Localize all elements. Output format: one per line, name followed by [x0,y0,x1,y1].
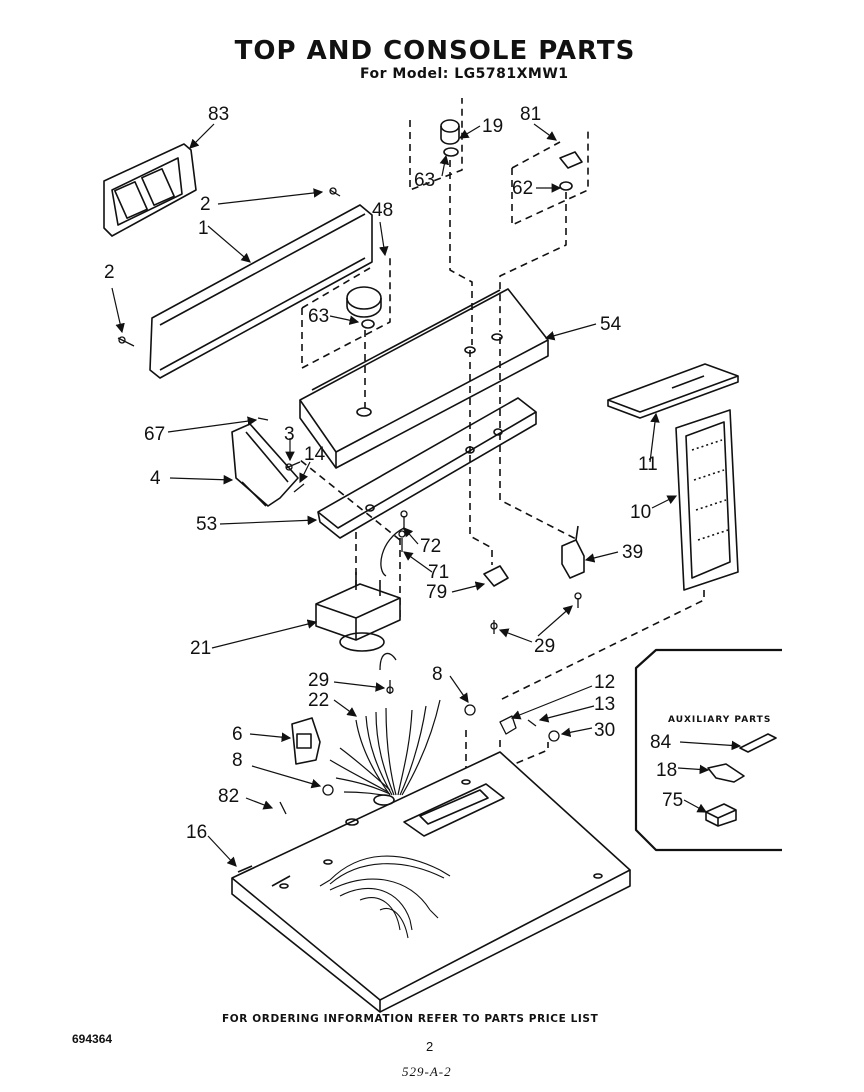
wiring-harness-22 [329,699,441,797]
fasteners [117,187,582,815]
callout-39: 39 [622,542,643,563]
console-front-panel-1 [149,204,373,379]
switch-39 [561,525,585,579]
callout-63b: 63 [414,170,435,191]
dryer-top-panel-16 [231,751,631,1013]
timer-knob-group-48 [301,255,391,369]
callout-84: 84 [650,732,672,753]
callout-71: 71 [428,562,449,583]
callout-16: 16 [186,822,207,843]
callout-10: 10 [630,502,651,523]
callout-3: 3 [284,424,295,445]
control-panel-bracket-83 [103,143,197,237]
console-housing-54 [299,288,549,469]
callout-72: 72 [420,536,441,557]
callout-18: 18 [656,760,677,781]
callout-29b: 29 [308,670,329,691]
push-button-group-81 [511,128,589,226]
callout-29a: 29 [534,636,555,657]
callout-30: 30 [594,720,615,741]
callout-arrows [111,123,742,867]
callout-63a: 63 [308,306,329,327]
callout-21: 21 [190,638,211,659]
callout-6: 6 [232,724,243,745]
callout-14: 14 [304,444,326,465]
aux-part-18 [707,763,745,783]
callout-81: 81 [520,104,541,125]
callout-11: 11 [638,454,658,475]
page-title: TOP AND CONSOLE PARTS [234,36,636,66]
clip-79 [483,565,509,587]
callout-82: 82 [218,786,239,807]
document-number: 694364 [72,1032,113,1046]
callout-13: 13 [594,694,615,715]
callout-48: 48 [372,200,393,221]
callout-2a: 2 [200,194,211,215]
callout-22: 22 [308,690,329,711]
callout-8a: 8 [432,664,443,685]
callout-54: 54 [600,314,622,335]
callout-75: 75 [662,790,683,811]
end-cap-4 [231,423,299,507]
callout-2b: 2 [104,262,115,283]
bracket-6 [291,717,321,765]
console-channel-53 [317,397,537,539]
callout-8b: 8 [232,750,243,771]
callout-62: 62 [512,178,533,199]
page-reference: 529-A-2 [402,1064,452,1079]
ordering-note: FOR ORDERING INFORMATION REFER TO PARTS … [222,1013,599,1025]
auxiliary-parts-box [634,648,782,852]
callout-83: 83 [208,104,229,125]
callout-67: 67 [144,424,165,445]
model-subtitle: For Model: LG5781XMW1 [360,66,569,82]
lint-filter-cover-11 [607,363,739,419]
page-number: 2 [426,1039,434,1054]
timer-motor-21 [315,572,401,652]
auxiliary-parts-heading: AUXILIARY PARTS [668,715,771,725]
callout-19: 19 [482,116,503,137]
callout-1: 1 [198,218,209,239]
aux-part-75 [705,803,737,827]
aux-part-84 [739,733,777,753]
callout-79: 79 [426,582,447,603]
callout-4: 4 [150,468,161,489]
lint-filter-10 [675,409,739,591]
callout-12: 12 [594,672,615,693]
callout-53: 53 [196,514,217,535]
